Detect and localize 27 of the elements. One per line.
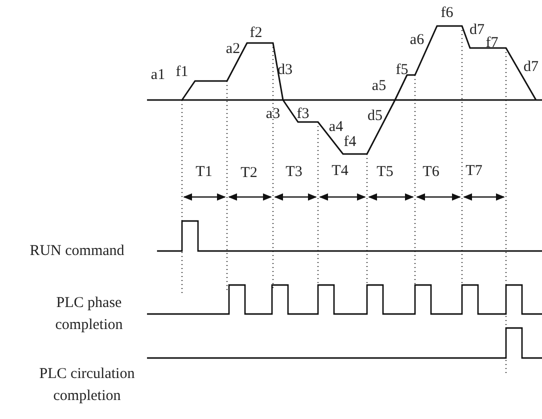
segment-label: d7 [524,58,538,77]
segment-label: f5 [396,61,408,80]
segment-label: f6 [440,4,454,23]
signal-label: PLC phase completion [54,294,124,335]
segment-label: a3 [266,105,280,124]
segment-label: d7 [470,21,484,40]
segment-label: d5 [368,107,382,126]
period-label: T5 [376,163,394,182]
segment-label: a2 [226,40,240,59]
segment-label: a5 [372,77,386,96]
segment-label: f1 [176,63,188,82]
segment-label: f4 [344,133,356,152]
segment-label: f3 [296,105,310,124]
period-label: T6 [422,163,440,182]
period-label: T4 [332,162,348,181]
segment-label: a4 [328,118,344,137]
period-label: T7 [466,162,482,181]
signal-label: RUN command [28,242,126,261]
segment-label: f2 [250,24,262,43]
period-label: T3 [286,163,302,182]
segment-label: f7 [486,34,498,53]
period-label: T1 [196,163,212,182]
signal-label: PLC circulation completion [38,365,136,406]
segment-label: d3 [278,61,292,80]
segment-label: a1 [150,66,166,85]
segment-label: a6 [410,31,424,50]
period-label: T2 [240,164,258,183]
